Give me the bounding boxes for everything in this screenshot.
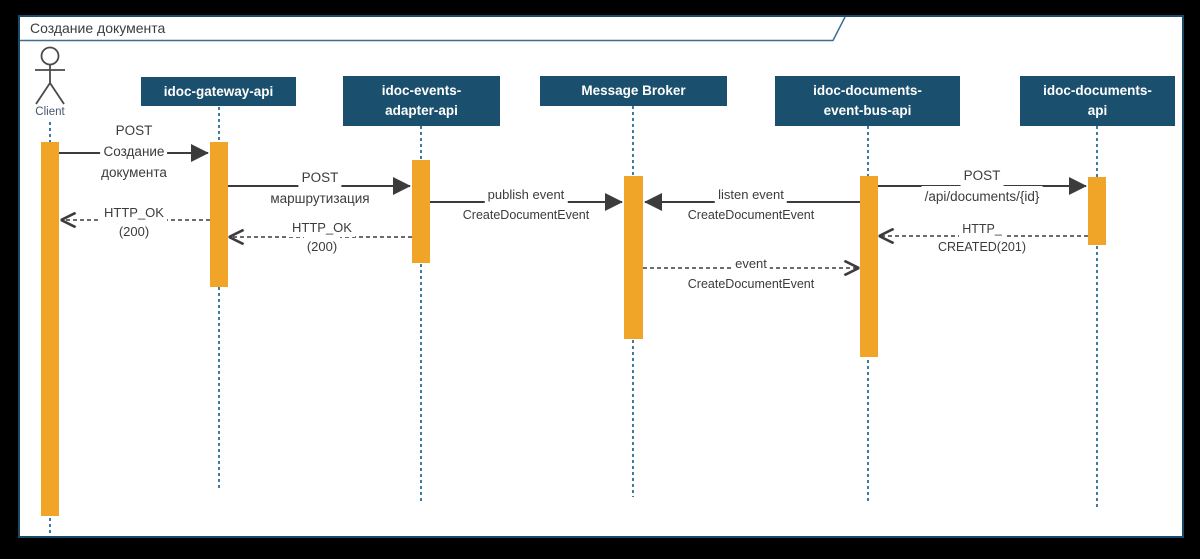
message-line: CREATED(201) [935, 238, 1029, 256]
activation-docsapi [1088, 177, 1106, 245]
message-label-listen-event: listen event CreateDocumentEvent [684, 185, 818, 225]
participant-label-line2: api [1087, 103, 1108, 118]
message-line: (200) [303, 237, 341, 256]
message-label-post-api: POST /api/documents/{id} [921, 165, 1043, 207]
activation-eventbus [860, 176, 878, 357]
message-label-http-ok-1: HTTP_OK (200) [101, 203, 167, 241]
actor-icon [35, 46, 65, 105]
title-tab-outline [20, 17, 846, 42]
participant-label-line2: event-bus-api [823, 103, 912, 118]
message-line: (200) [115, 222, 153, 241]
message-line: HTTP_OK [101, 203, 167, 222]
message-line: Создание [100, 141, 168, 162]
message-label-publish-event: publish event CreateDocumentEvent [459, 185, 593, 225]
participant-label: Message Broker [581, 83, 686, 98]
participant-message-broker: Message Broker [540, 76, 727, 106]
message-line: маршрутизация [267, 188, 373, 209]
message-line: CreateDocumentEvent [684, 205, 818, 225]
sequence-diagram-frame: Создание документа Client idoc-gateway-a… [18, 15, 1184, 538]
activation-gateway [210, 142, 228, 287]
message-line: документа [98, 162, 170, 183]
message-label-post-route: POST маршрутизация [267, 167, 373, 209]
participant-label-line1: idoc-documents- [813, 83, 922, 98]
message-line: HTTP_OK [289, 218, 355, 237]
message-line: event [732, 254, 770, 274]
activation-bars [41, 142, 1106, 516]
message-line: POST [112, 120, 156, 141]
activation-broker [624, 176, 643, 339]
message-label-http-created: HTTP_ CREATED(201) [935, 220, 1029, 256]
participant-label-line2: adapter-api [385, 103, 458, 118]
activation-client [41, 142, 59, 516]
participant-idoc-documents-event-bus-api: idoc-documents- event-bus-api [775, 76, 960, 126]
participant-label-line1: idoc-documents- [1043, 83, 1152, 98]
message-line: /api/documents/{id} [921, 186, 1043, 207]
message-label-post-create: POST Создание документа [98, 120, 170, 183]
message-line: CreateDocumentEvent [459, 205, 593, 225]
diagram-area: Создание документа Client idoc-gateway-a… [20, 17, 1181, 535]
participant-idoc-events-adapter-api: idoc-events- adapter-api [343, 76, 500, 126]
participant-label-line1: idoc-events- [381, 83, 462, 98]
activation-adapter [412, 160, 430, 263]
message-line: CreateDocumentEvent [684, 274, 818, 294]
message-line: HTTP_ [959, 220, 1005, 238]
diagram-title: Создание документа [30, 20, 166, 36]
message-line: publish event [484, 185, 568, 205]
actor-label: Client [35, 106, 65, 118]
message-line: POST [298, 167, 342, 188]
message-line: listen event [715, 185, 787, 205]
diagram-canvas [20, 17, 1106, 533]
message-label-event: event CreateDocumentEvent [684, 254, 818, 294]
participant-idoc-documents-api: idoc-documents- api [1020, 76, 1175, 126]
participant-label: idoc-gateway-api [163, 83, 274, 99]
message-line: POST [960, 165, 1004, 186]
participant-idoc-gateway-api: idoc-gateway-api [141, 77, 296, 106]
message-label-http-ok-2: HTTP_OK (200) [289, 218, 355, 256]
